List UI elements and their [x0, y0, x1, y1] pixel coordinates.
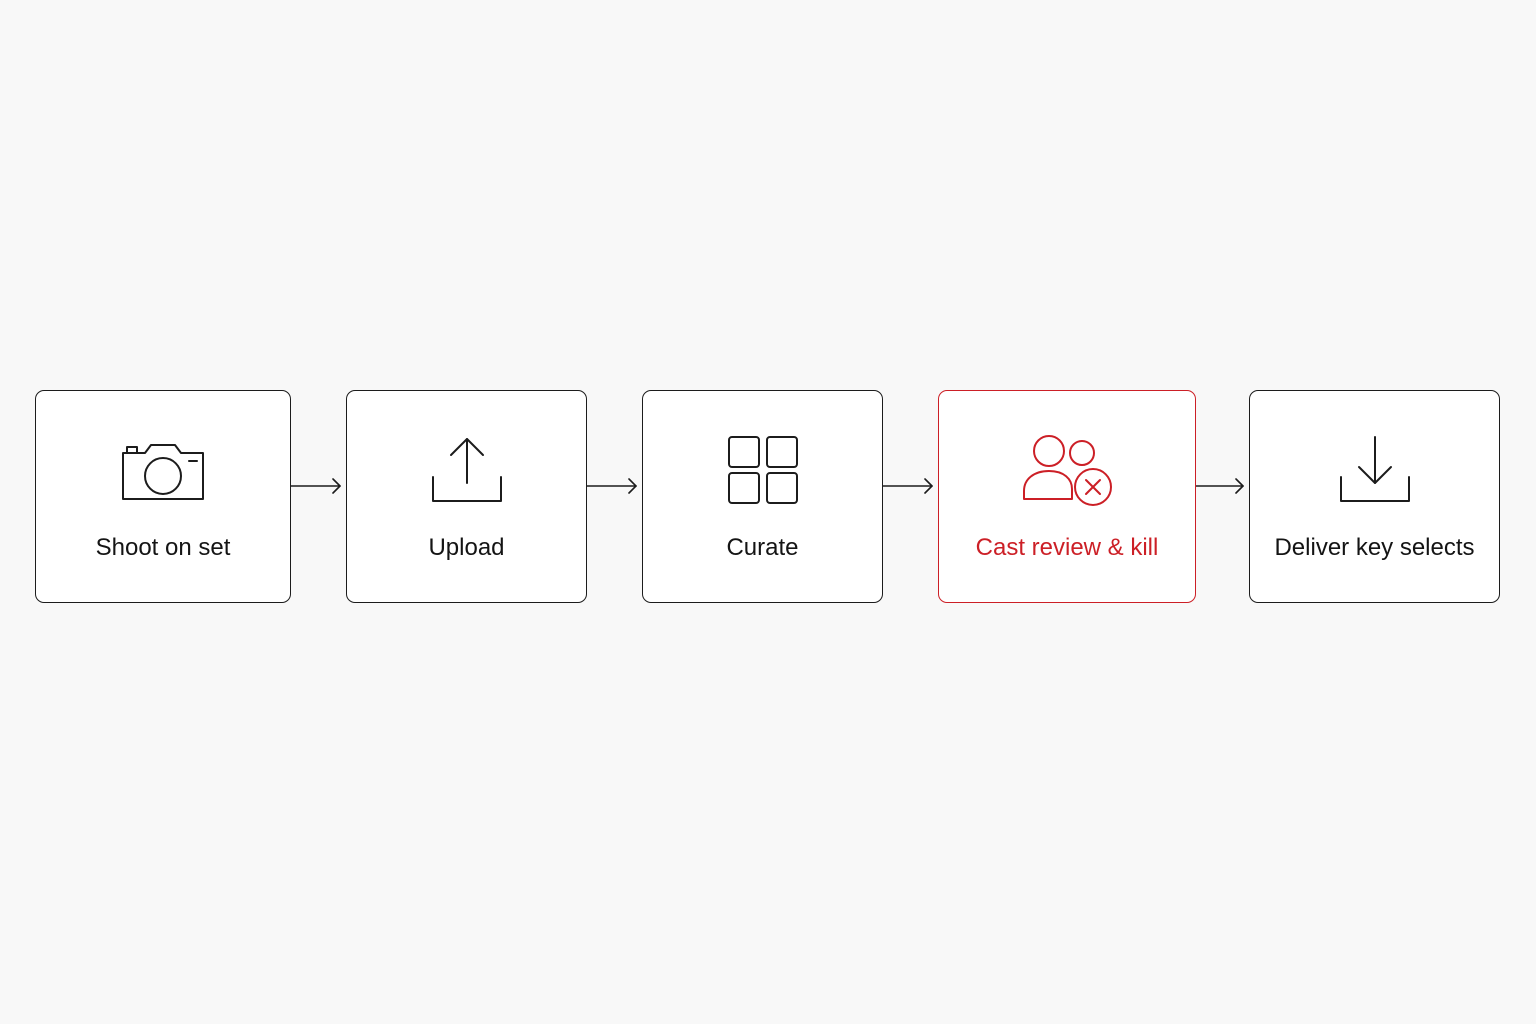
people-reject-icon	[1022, 431, 1112, 511]
step-label: Deliver key selects	[1274, 534, 1475, 561]
grid-icon	[718, 431, 808, 511]
camera-icon	[118, 431, 208, 511]
step-label: Cast review & kill	[975, 534, 1159, 561]
step-label: Shoot on set	[95, 534, 231, 561]
step-curate: Curate	[642, 390, 883, 603]
arrow-icon	[883, 476, 933, 496]
step-label: Upload	[428, 534, 505, 561]
download-icon	[1330, 431, 1420, 511]
step-deliver-key-selects: Deliver key selects	[1249, 390, 1500, 603]
upload-icon	[422, 431, 512, 511]
arrow-icon	[291, 476, 341, 496]
step-cast-review-kill: Cast review & kill	[938, 390, 1196, 603]
step-shoot-on-set: Shoot on set	[35, 390, 291, 603]
step-label: Curate	[726, 534, 799, 561]
arrow-icon	[587, 476, 637, 496]
arrow-icon	[1196, 476, 1244, 496]
step-upload: Upload	[346, 390, 587, 603]
